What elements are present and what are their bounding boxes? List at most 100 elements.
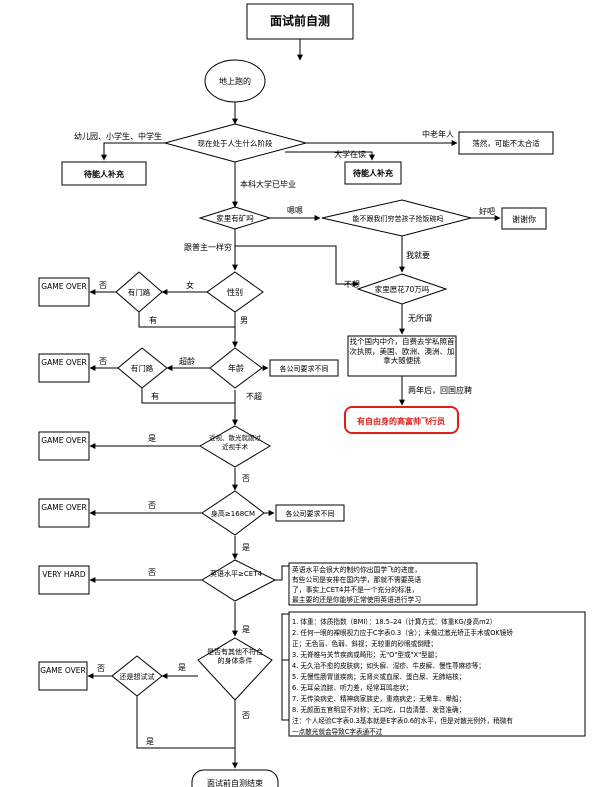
nodes bbox=[38, 3, 586, 787]
over4-text: GAME OVER bbox=[41, 503, 86, 512]
male-label: 男 bbox=[240, 316, 248, 325]
end-label: 面试前自测结束 bbox=[207, 778, 263, 787]
try-question-label: 还是想试试 bbox=[120, 672, 155, 681]
spend-decision bbox=[356, 273, 448, 305]
english-note: 英语水平会很大的制约你出国学飞的进度， 有些公司是安排在国内学，那就不需要英语 … bbox=[292, 565, 421, 604]
try-decision bbox=[111, 655, 163, 697]
age-note-box bbox=[269, 359, 339, 377]
body-note-line: 注：个人经验C字表0.3基本就是E字表0.6的水平，但是对散光例外，稍微有 bbox=[292, 716, 513, 725]
body-note-line: 8. 无颜面五官明显不对称；无口吃，口齿清楚、发音准确； bbox=[292, 705, 465, 714]
whatever-label: 无所谓 bbox=[408, 313, 432, 323]
no-want-label: 不想 bbox=[344, 279, 360, 289]
body-note-line: 正；无色盲、色弱、斜视；无较重的砂眼或倒睫； bbox=[292, 639, 437, 648]
body-note-line: 5. 无慢性肠胃道疾病；无肾炎或血尿、蛋白尿、无肺结核； bbox=[292, 672, 465, 681]
height-note-label: 各公司要求不同 bbox=[286, 509, 335, 518]
body-note-line: 7. 无传染病史、精神病家族史，重癌病史；无晕车、晕船； bbox=[292, 694, 465, 703]
age-label: 年龄 bbox=[228, 363, 244, 373]
yes2-label: 有 bbox=[151, 391, 159, 401]
two-years-label: 两年后，回国应聘 bbox=[408, 385, 472, 395]
english-note-line: 英语水平会很大的制约你出国学飞的进度， bbox=[292, 565, 421, 574]
english-note-box bbox=[288, 562, 478, 606]
english-note-line: 最主要的还是你能够正常使用英语进行学习 bbox=[292, 595, 421, 604]
kids-label: 幼儿园、小学生、中学生 bbox=[74, 131, 162, 141]
kids-result-label: 待能人补充 bbox=[83, 169, 124, 179]
over5-text: GAME OVER bbox=[40, 666, 86, 675]
middle-aged-result-box bbox=[458, 131, 554, 155]
age-decision bbox=[209, 347, 263, 389]
very-hard-text: VERY HARD bbox=[42, 570, 86, 579]
english-text: 英语水平≥CET4 bbox=[210, 570, 262, 578]
over5-box bbox=[38, 661, 88, 691]
over1-box bbox=[38, 277, 90, 307]
very-hard-label: VERY HARD bbox=[42, 570, 86, 579]
body-note-line: 2. 任何一眼的裸眼视力应于C字表0.3（含）；未做过激光矫正手术或OK镜矫 bbox=[292, 628, 513, 637]
door1-decision bbox=[115, 271, 163, 313]
yes1-label: 有 bbox=[149, 315, 157, 325]
ok-label: 好吧 bbox=[479, 206, 495, 216]
agency-label: 找个国内中介，自费去学私照首次执照，美国、欧洲、澳洲、加拿大随便挑 bbox=[349, 337, 455, 365]
myopia-label: 近视、散光就跟过近视手术 bbox=[209, 434, 261, 451]
yes7-label: 是 bbox=[146, 737, 154, 746]
body-note-line: 3. 无脊椎与关节疾病或畸形；无"O"型或"X"型腿； bbox=[292, 650, 441, 659]
body-note-line: 1. 体重：体质指数（BMI）：18.5–24（计算方式：体重KG/身高m2） bbox=[292, 617, 496, 626]
height-label: 身高≥168CM bbox=[211, 509, 255, 518]
title-box bbox=[246, 3, 354, 40]
very-hard-box bbox=[38, 565, 90, 595]
over2-label: GAME OVER bbox=[41, 358, 87, 367]
over3-label: GAME OVER bbox=[41, 436, 87, 445]
mine-decision bbox=[198, 206, 272, 230]
thanks-box bbox=[501, 207, 547, 230]
english-decision bbox=[201, 559, 277, 602]
middle-aged-result-label: 荡然，可能不太合适 bbox=[472, 138, 540, 148]
start-node bbox=[204, 59, 266, 103]
over3-box bbox=[38, 431, 90, 461]
same-poor-label: 跟普主一样穷 bbox=[184, 242, 232, 252]
kids-result-box bbox=[61, 161, 147, 186]
english-note-line: 有些公司是安排在国内学，那就不需要英语 bbox=[292, 575, 421, 584]
yes5-label: 是 bbox=[242, 625, 250, 634]
connectors bbox=[87, 39, 501, 769]
no4-label: 否 bbox=[148, 501, 156, 510]
labels: 面试前自测 地上跑的 现在处于人生什么阶段 幼儿园、小学生、中学生 待能人补充 … bbox=[40, 13, 540, 787]
over2-box bbox=[38, 353, 90, 383]
no3-label: 否 bbox=[242, 474, 250, 483]
body-note-line: 4. 无久治不愈的皮肤病；如头癣、湿疹、牛皮癣、慢性荨麻疹等； bbox=[292, 661, 485, 670]
body-notes-box bbox=[288, 611, 586, 737]
over5-label: GAME OVER bbox=[40, 666, 86, 675]
body-note-line: 一点散光就会导致C字表通不过 bbox=[292, 727, 383, 736]
yes-mine-label: 嗯嗯 bbox=[287, 206, 303, 215]
over3-text: GAME OVER bbox=[41, 436, 87, 445]
door2-label: 有门路 bbox=[131, 363, 154, 373]
end-node bbox=[191, 769, 279, 787]
english-label: 英语水平≥CET4 bbox=[210, 570, 262, 578]
over4-box bbox=[38, 498, 90, 528]
spend-question-label: 家里愿花70万吗 bbox=[375, 284, 430, 294]
over2-text: GAME OVER bbox=[41, 358, 87, 367]
yes6-label: 是 bbox=[178, 663, 186, 672]
yes3-label: 是 bbox=[148, 434, 156, 443]
door2-decision bbox=[117, 347, 168, 389]
thanks-label: 谢谢你 bbox=[512, 214, 536, 224]
height-note-box bbox=[275, 504, 345, 522]
agency-text: 找个国内中介，自费去学私照首次执照，美国、欧洲、澳洲、加拿大随便挑 bbox=[349, 337, 455, 365]
pilot-label: 有自由身的高富帅飞行员 bbox=[357, 416, 445, 426]
college-result-box bbox=[344, 161, 402, 185]
door1-label: 有门路 bbox=[128, 287, 151, 297]
over-age-label: 超龄 bbox=[179, 356, 195, 366]
stage-question-label: 现在处于人生什么阶段 bbox=[198, 138, 273, 148]
height-decision bbox=[201, 490, 265, 536]
no6-label: 否 bbox=[97, 664, 105, 673]
no7-label: 否 bbox=[242, 711, 250, 720]
college-result-label: 待能人补充 bbox=[352, 168, 393, 178]
myopia-text: 近视、散光就跟过近视手术 bbox=[209, 434, 261, 451]
snatch-decision bbox=[321, 199, 473, 237]
over1-label: GAME OVER bbox=[41, 282, 87, 291]
college-label: 大学在读 bbox=[334, 149, 366, 159]
body-decision bbox=[197, 637, 273, 701]
mine-question-label: 家里有矿吗 bbox=[216, 213, 254, 223]
no5-label: 否 bbox=[148, 568, 156, 577]
middle-aged-label: 中老年人 bbox=[422, 129, 454, 139]
female-label: 女 bbox=[186, 280, 194, 290]
gender-decision bbox=[206, 271, 264, 313]
yes4-label: 是 bbox=[242, 543, 250, 552]
